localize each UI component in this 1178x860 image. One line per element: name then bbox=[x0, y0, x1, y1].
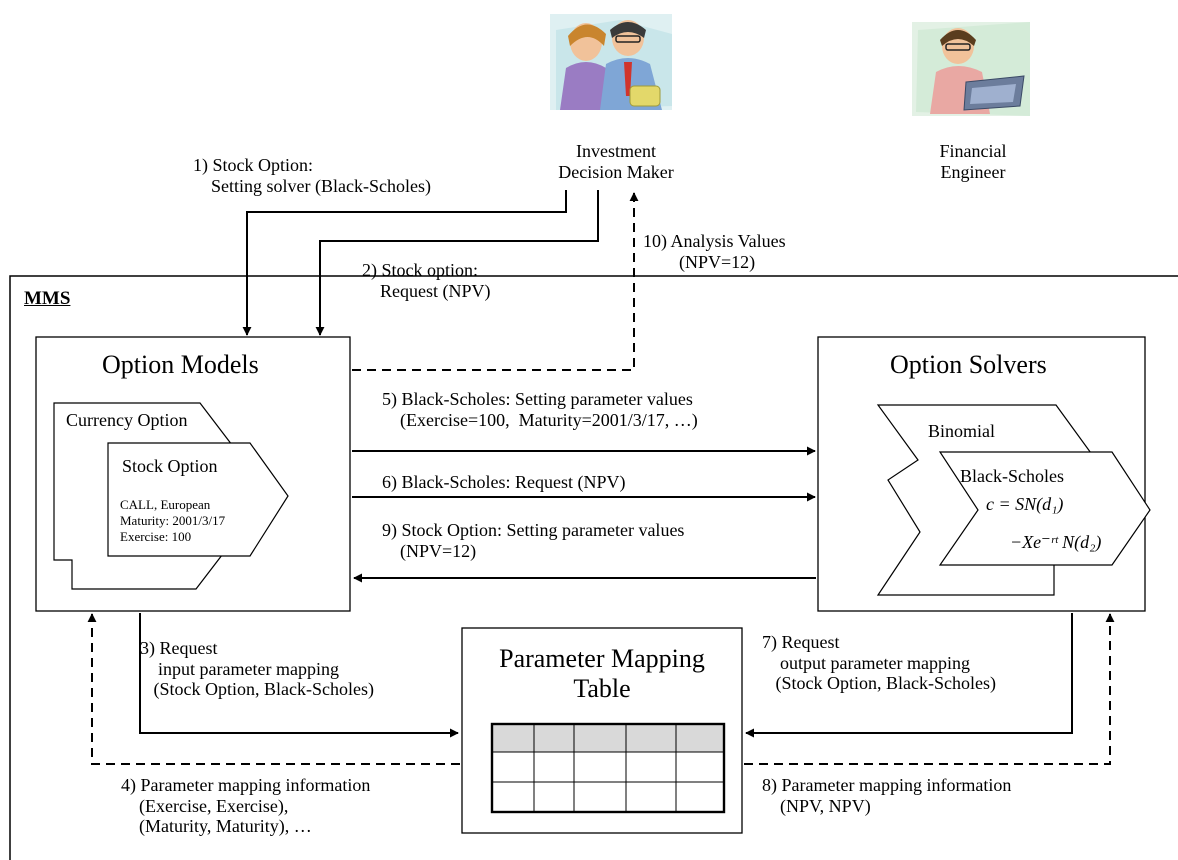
step-9-label: 9) Stock Option: Setting parameter value… bbox=[382, 520, 685, 561]
step-3-label: 3) Request input parameter mapping (Stoc… bbox=[140, 638, 374, 700]
step-7-label: 7) Request output parameter mapping (Sto… bbox=[762, 632, 996, 694]
stock-option-exercise: Exercise: 100 bbox=[120, 529, 192, 544]
step-1-label: 1) Stock Option: Setting solver (Black-S… bbox=[193, 155, 431, 196]
investment-decision-maker-icon bbox=[550, 14, 672, 110]
step-4-label: 4) Parameter mapping information (Exerci… bbox=[121, 775, 371, 837]
option-solvers-title: Option Solvers bbox=[890, 350, 1047, 379]
mms-label: MMS bbox=[24, 288, 71, 309]
arrow-step-10 bbox=[352, 192, 639, 371]
investment-decision-maker-label: Investment Decision Maker bbox=[558, 141, 674, 182]
black-scholes-formula-line-2: −Xe⁻ʳᵗ N(d₂) bbox=[1010, 532, 1102, 552]
stock-option-type: CALL, European bbox=[120, 497, 211, 512]
arrow-step-7 bbox=[745, 613, 1073, 738]
step-6-label: 6) Black-Scholes: Request (NPV) bbox=[382, 472, 626, 492]
arrow-step-3 bbox=[139, 613, 459, 738]
arrow-step-1 bbox=[242, 190, 567, 336]
stock-option-label: Stock Option bbox=[122, 456, 218, 476]
financial-engineer-label: Financial Engineer bbox=[939, 141, 1007, 182]
step-10-label: 10) Analysis Values (NPV=12) bbox=[643, 231, 786, 272]
black-scholes-label: Black-Scholes bbox=[960, 466, 1064, 486]
step-8-label: 8) Parameter mapping information (NPV, N… bbox=[762, 775, 1012, 816]
arrow-step-8 bbox=[744, 613, 1115, 765]
black-scholes-formula-line-1: c = SN(d₁) bbox=[986, 494, 1064, 514]
binomial-label: Binomial bbox=[928, 421, 995, 441]
mapping-table-grid bbox=[490, 722, 726, 814]
black-scholes-shape bbox=[938, 451, 1151, 566]
arrow-step-2 bbox=[315, 190, 599, 336]
arrow-step-4 bbox=[87, 613, 460, 765]
option-models-title: Option Models bbox=[102, 350, 259, 379]
step-2-label: 2) Stock option: Request (NPV) bbox=[362, 260, 491, 301]
financial-engineer-icon bbox=[912, 22, 1030, 116]
currency-option-label: Currency Option bbox=[66, 410, 188, 430]
parameter-mapping-table-title: Parameter Mapping Table bbox=[499, 644, 705, 703]
step-5-label: 5) Black-Scholes: Setting parameter valu… bbox=[382, 389, 698, 430]
stock-option-maturity: Maturity: 2001/3/17 bbox=[120, 513, 226, 528]
stock-option-shape bbox=[107, 442, 289, 557]
mms-boundary bbox=[9, 275, 1178, 860]
